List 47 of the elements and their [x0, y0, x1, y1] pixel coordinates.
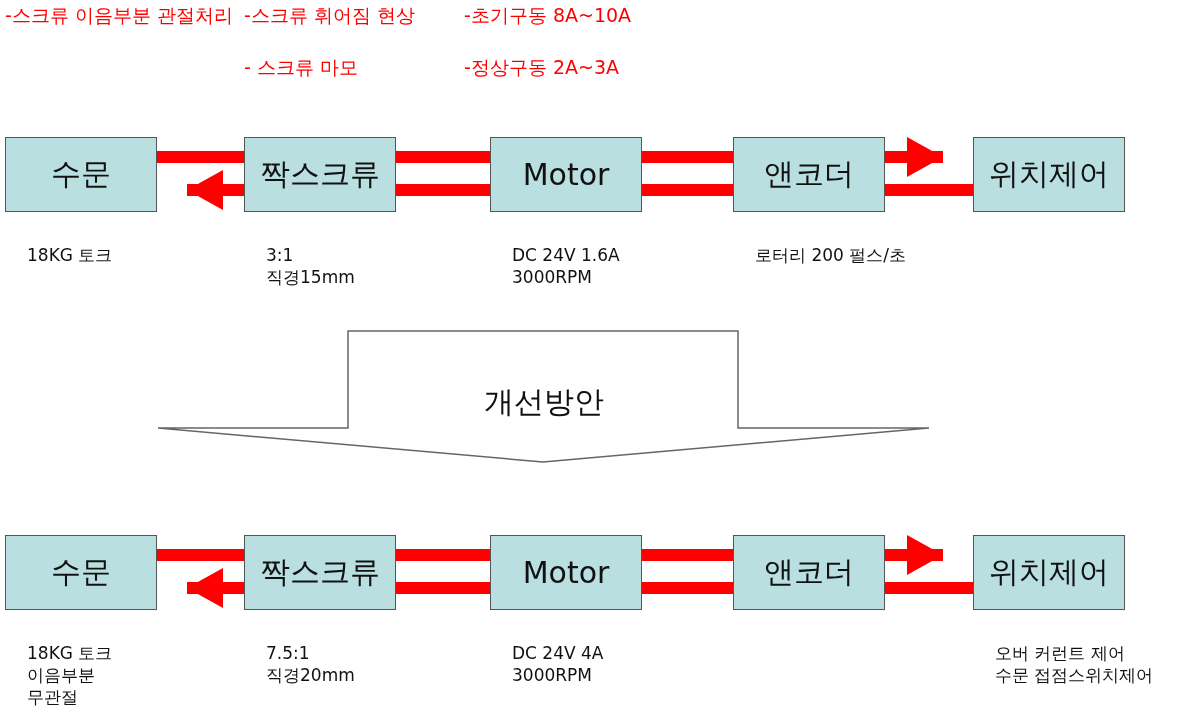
process-box: 짝스크류: [244, 137, 396, 212]
spec-text: 오버 커런트 제어: [995, 642, 1125, 664]
spec-text: 로터리 200 펄스/초: [755, 244, 906, 266]
process-box: 짝스크류: [244, 535, 396, 610]
spec-text: 3:1: [266, 244, 294, 266]
connector-line: [157, 549, 244, 561]
process-box: Motor: [490, 535, 642, 610]
spec-text: DC 24V 1.6A: [512, 244, 620, 266]
connector-line: [396, 549, 490, 561]
process-box: 위치제어: [973, 137, 1125, 212]
process-box: 위치제어: [973, 535, 1125, 610]
connector-line: [642, 151, 733, 163]
note-text: -스크류 이음부분 관절처리: [5, 3, 234, 28]
process-box: 앤코더: [733, 535, 885, 610]
arrow: [885, 137, 943, 177]
connector-line: [157, 151, 244, 163]
spec-text: 무관절: [27, 686, 78, 708]
spec-text: 18KG 토크: [27, 642, 113, 664]
arrow: [885, 535, 943, 575]
connector-line: [396, 582, 490, 594]
connector-line: [885, 184, 973, 196]
block-arrow: 개선방안: [157, 330, 930, 463]
connector-line: [885, 582, 973, 594]
connector-line: [642, 582, 733, 594]
spec-text: 이음부분: [27, 664, 95, 686]
connector-line: [396, 151, 490, 163]
arrow: [187, 170, 244, 210]
process-box: 수문: [5, 535, 157, 610]
spec-text: 수문 접점스위치제어: [995, 664, 1154, 686]
connector-line: [642, 184, 733, 196]
spec-text: 직경15mm: [266, 266, 355, 288]
note-text: -스크류 휘어짐 현상: [244, 3, 416, 28]
spec-text: 직경20mm: [266, 664, 355, 686]
connector-line: [642, 549, 733, 561]
process-box: 앤코더: [733, 137, 885, 212]
connector-line: [396, 184, 490, 196]
note-text: -초기구동 8A~10A: [464, 3, 633, 28]
note-text: - 스크류 마모: [244, 55, 359, 80]
spec-text: 3000RPM: [512, 266, 592, 288]
spec-text: 3000RPM: [512, 664, 592, 686]
note-text: -정상구동 2A~3A: [464, 55, 620, 80]
spec-text: 7.5:1: [266, 642, 310, 664]
spec-text: 18KG 토크: [27, 244, 113, 266]
arrow: [187, 568, 244, 608]
process-box: 수문: [5, 137, 157, 212]
process-box: Motor: [490, 137, 642, 212]
spec-text: DC 24V 4A: [512, 642, 604, 664]
